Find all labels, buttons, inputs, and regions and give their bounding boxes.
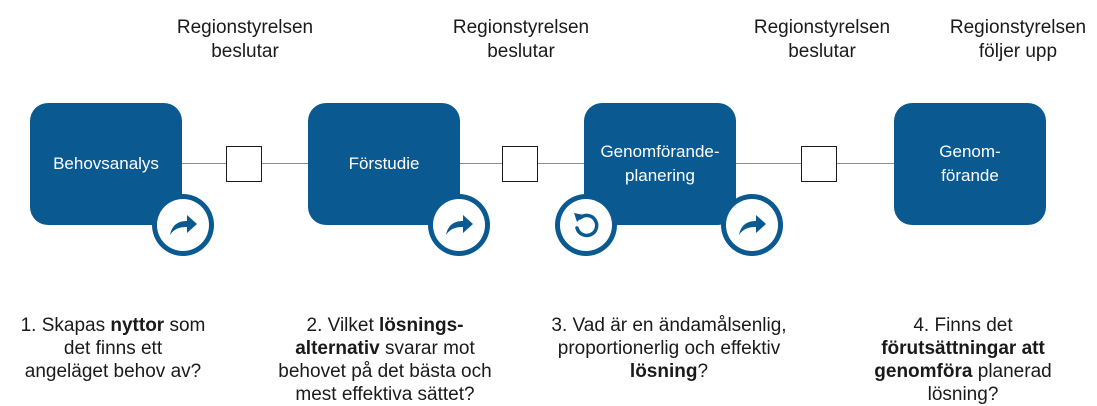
stage-label: Genomförande- planering xyxy=(600,142,720,185)
question-1: 1. Skapas nyttor som det finns ett angel… xyxy=(20,315,206,382)
forward-arrow-icon xyxy=(428,194,490,256)
question-4: 4. Finns det förutsättningar att genomfö… xyxy=(874,315,1052,405)
stage-label: Förstudie xyxy=(348,154,420,173)
forward-arrow-icon xyxy=(152,194,214,256)
question-3: 3. Vad är en ändamålsenlig, proportioner… xyxy=(551,315,787,382)
decision-gate-1 xyxy=(226,146,262,182)
forward-arrow-icon xyxy=(721,194,783,256)
question-2: 2. Vilket lösnings- alternativ svarar mo… xyxy=(278,315,492,405)
loop-back-icon xyxy=(555,194,617,256)
decision-gate-2 xyxy=(502,146,538,182)
stage-label: Behovsanalys xyxy=(53,154,159,173)
decision-gate-3 xyxy=(801,146,837,182)
stage-genomforande: Genom- förande xyxy=(894,103,1046,225)
stage-behovsanalys: Behovsanalys xyxy=(30,103,182,225)
stage-label: Genom- förande xyxy=(939,142,1001,185)
